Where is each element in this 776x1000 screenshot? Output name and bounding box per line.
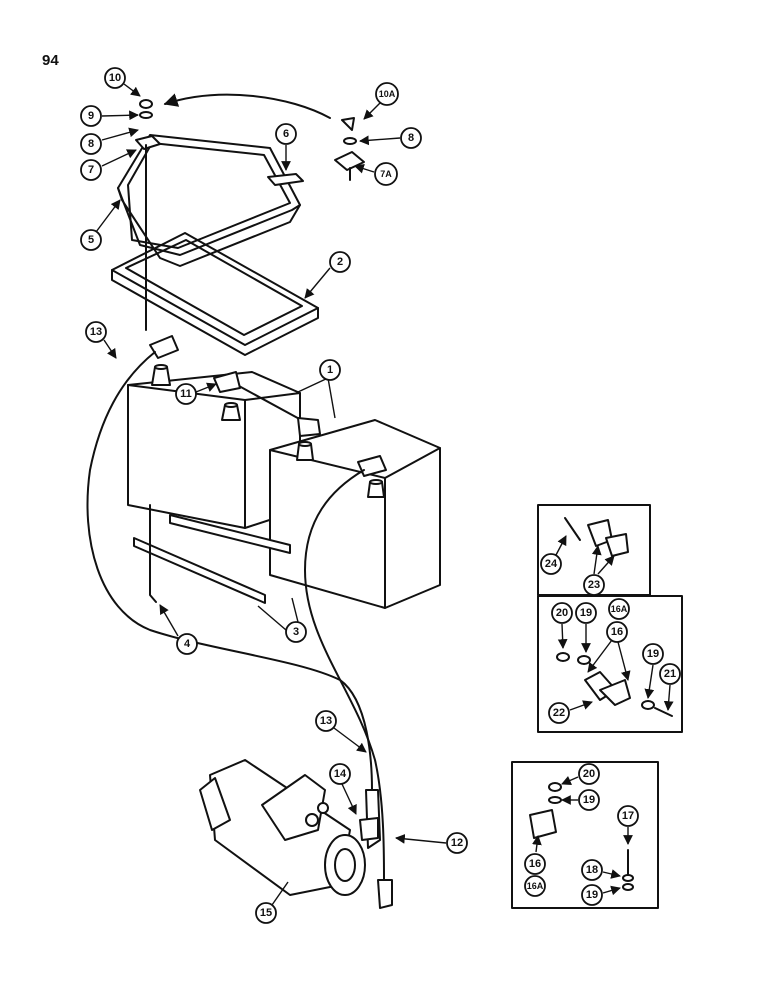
callout-7: 7 [80,149,137,181]
callout-21: 21 [659,663,681,711]
svg-text:6: 6 [283,128,289,140]
svg-text:3: 3 [293,626,299,638]
svg-text:19: 19 [583,794,595,806]
callout-7a: 7A [354,162,398,186]
positive-cable [304,455,393,909]
svg-text:23: 23 [588,579,600,591]
callout-8-right: 8 [359,127,422,149]
svg-text:13: 13 [320,715,332,727]
svg-text:19: 19 [580,607,592,619]
callout-13-bottom: 13 [315,710,367,753]
callout-8-left: 8 [80,127,139,155]
callout-16a-bottom: 16A [524,875,546,897]
callout-19-bottom-right: 19 [581,884,621,906]
callout-23: 23 [583,545,615,596]
callout-12: 12 [395,832,468,854]
callout-22: 22 [548,700,593,724]
callout-10a: 10A [363,82,399,120]
svg-text:7A: 7A [380,169,392,179]
svg-text:7: 7 [88,164,94,176]
svg-text:16: 16 [611,626,623,638]
svg-text:18: 18 [586,864,598,876]
svg-text:16: 16 [529,858,541,870]
svg-text:14: 14 [334,768,347,780]
callout-15: 15 [255,881,289,924]
svg-text:2: 2 [337,256,343,268]
svg-text:9: 9 [88,110,94,122]
callout-16-bottom: 16 [524,835,546,875]
svg-text:12: 12 [451,837,463,849]
svg-text:19: 19 [586,889,598,901]
battery-right [269,419,441,609]
callout-3: 3 [257,597,307,643]
svg-text:10A: 10A [379,89,396,99]
callout-19-bottom-left: 19 [561,789,600,811]
svg-text:5: 5 [88,234,94,246]
hold-down-clamp-right [334,117,365,181]
starter-motor [199,759,379,896]
svg-text:15: 15 [260,907,272,919]
callout-1: 1 [297,359,341,419]
callout-6: 6 [275,123,297,171]
callout-24: 24 [540,535,567,575]
callout-13-top: 13 [85,321,117,359]
callout-4: 4 [159,604,198,655]
callout-10: 10 [104,67,141,97]
svg-text:20: 20 [556,607,568,619]
svg-text:10: 10 [109,72,121,84]
callout-16a-middle: 16A [608,598,630,620]
callout-19-middle-right: 19 [642,643,664,699]
svg-text:8: 8 [88,138,94,150]
callout-20-bottom: 20 [561,763,600,785]
svg-text:17: 17 [622,810,634,822]
callout-18: 18 [581,859,621,881]
jumper-cable [213,371,321,437]
svg-text:21: 21 [664,668,676,680]
hold-down-clamp-left [135,99,161,331]
hold-down-frame [111,232,319,356]
svg-text:11: 11 [180,388,192,400]
page-number: 94 [42,52,59,69]
callout-5: 5 [80,199,121,251]
callout-20-middle: 20 [551,602,573,649]
inset-box-bottom [511,761,659,909]
callout-19-middle-left: 19 [575,602,597,653]
callout-2: 2 [304,251,351,299]
svg-text:19: 19 [647,648,659,660]
battery-pads [133,514,291,604]
svg-text:22: 22 [553,707,565,719]
callout-16-middle: 16 [587,621,631,681]
svg-text:8: 8 [408,132,414,144]
svg-text:24: 24 [545,558,558,570]
battery-left [127,364,301,529]
svg-text:16A: 16A [527,881,544,891]
svg-text:1: 1 [327,364,333,376]
svg-text:13: 13 [90,326,102,338]
callout-11: 11 [175,382,217,405]
svg-text:4: 4 [184,638,191,650]
svg-text:20: 20 [583,768,595,780]
callout-17: 17 [617,805,639,845]
callout-9: 9 [80,105,139,127]
relocation-arrow [163,93,331,119]
inset-box-middle [537,595,683,733]
hold-down-rod [149,504,157,603]
svg-text:16A: 16A [611,604,628,614]
cover-latch [267,173,304,186]
callout-14: 14 [329,763,357,815]
